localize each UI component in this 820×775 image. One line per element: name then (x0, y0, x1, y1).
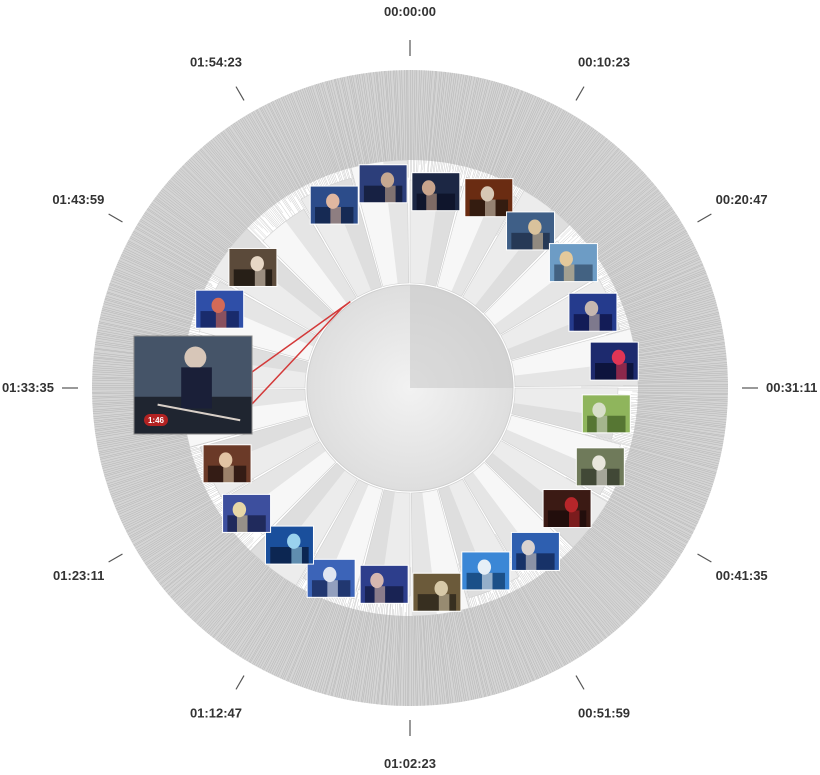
scene-thumbnail-singer-blue-stage[interactable] (510, 531, 560, 571)
time-tick (697, 553, 712, 563)
time-label: 00:41:35 (716, 568, 768, 583)
time-tick (235, 675, 245, 690)
time-label: 00:20:47 (716, 192, 768, 207)
scene-thumbnail-two-women-laughing[interactable] (202, 444, 252, 484)
scene-thumbnail-team-photo-lineup[interactable] (306, 558, 356, 598)
scene-thumbnail-audience-applause[interactable] (358, 164, 408, 204)
time-tick (575, 86, 585, 101)
scene-thumbnail-performer-spotlight[interactable] (264, 525, 314, 565)
scene-thumbnail-man-laughing-closeup[interactable] (228, 247, 278, 287)
time-label: 00:00:00 (384, 4, 436, 19)
scene-thumbnail-panel-on-couch[interactable] (506, 211, 556, 251)
time-labels: 00:00:00 00:10:23 00:20:47 00:31:11 00:41:35… (2, 4, 817, 771)
center-disc (306, 284, 514, 492)
time-tick (235, 86, 245, 101)
scene-thumbnail-host-smiling-dark-suit[interactable] (411, 172, 461, 212)
time-label: 01:02:23 (384, 756, 436, 771)
time-tick (108, 553, 123, 563)
scene-thumbnail-polar-bear-cub[interactable] (575, 447, 625, 487)
duration-text: 1:46 (148, 416, 165, 425)
scene-thumbnail-blonde-woman-portrait[interactable] (222, 493, 272, 533)
selected-preview-frame[interactable]: 1:46 (133, 335, 253, 435)
center-quadrant (410, 285, 513, 388)
scene-thumbnail-cars-on-stage[interactable] (461, 551, 511, 591)
time-label: 00:10:23 (578, 54, 630, 69)
duration-badge: 1:46 (144, 414, 168, 426)
time-label: 00:31:11 (766, 380, 817, 395)
time-label: 01:54:23 (190, 54, 242, 69)
scene-thumbnail-guard-red-uniform[interactable] (542, 489, 592, 529)
time-label: 00:51:59 (578, 706, 630, 721)
scene-thumbnail-studio-wide-shot[interactable] (195, 289, 245, 329)
scene-thumbnail-audience-crowd[interactable] (568, 292, 618, 332)
time-ticks (62, 40, 758, 736)
time-tick (575, 675, 585, 690)
scene-thumbnail-group-blue-set[interactable] (359, 564, 409, 604)
time-tick (108, 213, 123, 223)
scene-thumbnail-guest-with-microphone[interactable] (464, 178, 514, 218)
time-label: 01:23:11 (53, 568, 104, 583)
scene-thumbnail-green-field-outdoor[interactable] (581, 394, 631, 434)
selected-scene-preview[interactable]: 1:46 (133, 335, 253, 435)
time-label: 01:43:59 (52, 192, 104, 207)
time-label: 01:33:35 (2, 380, 54, 395)
scene-thumbnail-couple-indoors[interactable] (412, 572, 462, 612)
time-tick (697, 213, 712, 223)
time-label: 01:12:47 (190, 706, 242, 721)
scene-thumbnail-dancer-on-stage[interactable] (548, 243, 598, 283)
scene-thumbnail-host-closeup-blue[interactable] (309, 185, 359, 225)
scene-thumbnails (181, 164, 639, 612)
scene-thumbnail-concert-lights[interactable] (589, 341, 639, 381)
